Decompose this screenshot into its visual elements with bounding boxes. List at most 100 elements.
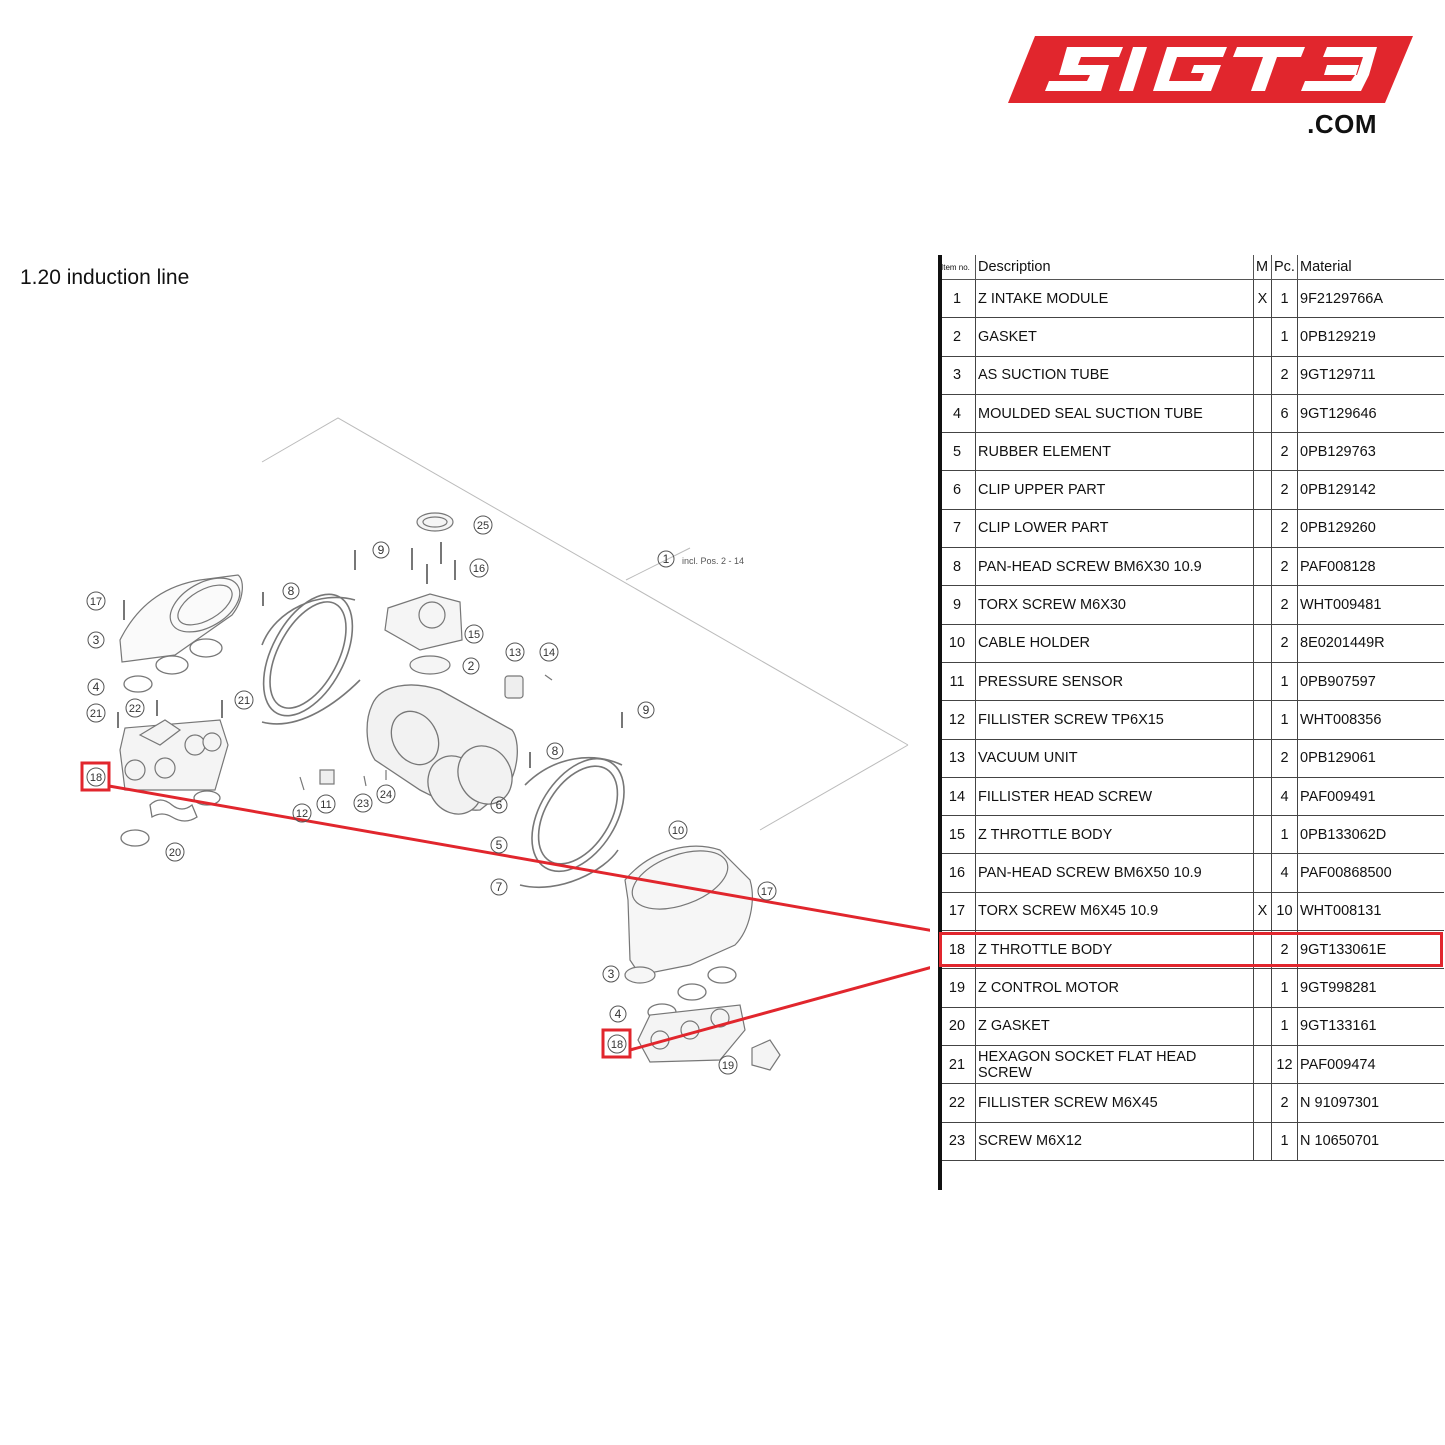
cell-pc: 1 [1271, 279, 1298, 319]
exploded-diagram: incl. Pos. 2 - 14 1 2 3 3 4 4 5 6 7 8 8 … [80, 417, 930, 1075]
cell-pc: 2 [1271, 624, 1298, 663]
cell-m: X [1253, 892, 1272, 932]
cell-pc: 1 [1271, 317, 1298, 357]
svg-text:9: 9 [378, 543, 385, 557]
cell-m [1253, 547, 1272, 587]
part-label: 11 [316, 794, 336, 814]
cell-item: 17 [938, 892, 976, 932]
part-label: 15 [464, 624, 484, 644]
cell-item: 1 [938, 279, 976, 319]
part-label: 21 [234, 690, 254, 710]
site-logo[interactable]: .COM [1005, 33, 1415, 143]
cell-description: PAN-HEAD SCREW BM6X30 10.9 [975, 547, 1254, 587]
cell-m [1253, 470, 1272, 510]
cell-pc: 12 [1271, 1045, 1298, 1085]
svg-text:8: 8 [552, 744, 559, 758]
part-label: 7 [490, 878, 508, 896]
cell-material: 8E0201449R [1297, 624, 1444, 663]
cell-description: AS SUCTION TUBE [975, 356, 1254, 395]
screws-center [262, 542, 623, 768]
logo-mark [1008, 36, 1413, 103]
cell-item: 13 [938, 739, 976, 778]
svg-text:14: 14 [543, 647, 555, 659]
cell-item: 8 [938, 547, 976, 587]
svg-text:2: 2 [468, 659, 475, 673]
part-label: 12 [292, 803, 312, 823]
cell-item: 2 [938, 317, 976, 357]
cell-item: 9 [938, 585, 976, 625]
cell-m [1253, 317, 1272, 357]
svg-text:9: 9 [643, 703, 650, 717]
part-label: 20 [165, 842, 185, 862]
cell-m [1253, 930, 1272, 970]
cell-item: 3 [938, 356, 976, 395]
part-label: 18 [86, 767, 106, 787]
cell-material: 0PB129219 [1297, 317, 1444, 357]
cell-material: N 10650701 [1297, 1122, 1444, 1161]
cell-pc: 1 [1271, 1007, 1298, 1046]
part-label: 18 [607, 1034, 627, 1054]
svg-text:17: 17 [90, 596, 102, 608]
cell-m [1253, 356, 1272, 395]
part-label: 17 [86, 591, 106, 611]
header-material: Material [1297, 255, 1444, 280]
logo-domain: .COM [1307, 109, 1377, 139]
svg-text:17: 17 [761, 886, 773, 898]
part-label: 10 [668, 820, 688, 840]
part-label: 5 [490, 836, 508, 854]
cell-description: SCREW M6X12 [975, 1122, 1254, 1161]
cell-pc: 1 [1271, 700, 1298, 740]
part-label: 4 [87, 678, 105, 696]
part-label: 9 [372, 541, 390, 559]
cell-description: CABLE HOLDER [975, 624, 1254, 663]
svg-text:7: 7 [496, 880, 503, 894]
cell-pc: 1 [1271, 662, 1298, 702]
rubber-element-left [261, 593, 361, 725]
cell-description: FILLISTER HEAD SCREW [975, 777, 1254, 817]
svg-text:11: 11 [320, 799, 331, 811]
svg-text:18: 18 [90, 772, 102, 784]
cell-item: 22 [938, 1083, 976, 1123]
cell-item: 21 [938, 1045, 976, 1085]
cell-material: PAF009491 [1297, 777, 1444, 817]
cell-material: WHT008131 [1297, 892, 1444, 932]
table-left-rule [938, 255, 942, 1190]
cell-material: WHT009481 [1297, 585, 1444, 625]
cell-description: Z GASKET [975, 1007, 1254, 1046]
cell-m [1253, 394, 1272, 434]
svg-text:21: 21 [90, 708, 102, 720]
svg-text:10: 10 [672, 825, 684, 837]
cell-pc: 1 [1271, 968, 1298, 1008]
cell-item: 16 [938, 853, 976, 893]
cell-item: 11 [938, 662, 976, 702]
cell-description: Z CONTROL MOTOR [975, 968, 1254, 1008]
cell-description: VACUUM UNIT [975, 739, 1254, 778]
svg-text:16: 16 [473, 563, 485, 575]
cell-pc: 2 [1271, 470, 1298, 510]
table-header: Item no. Description M Pc. Material [938, 255, 1444, 280]
cell-pc: 1 [1271, 1122, 1298, 1161]
